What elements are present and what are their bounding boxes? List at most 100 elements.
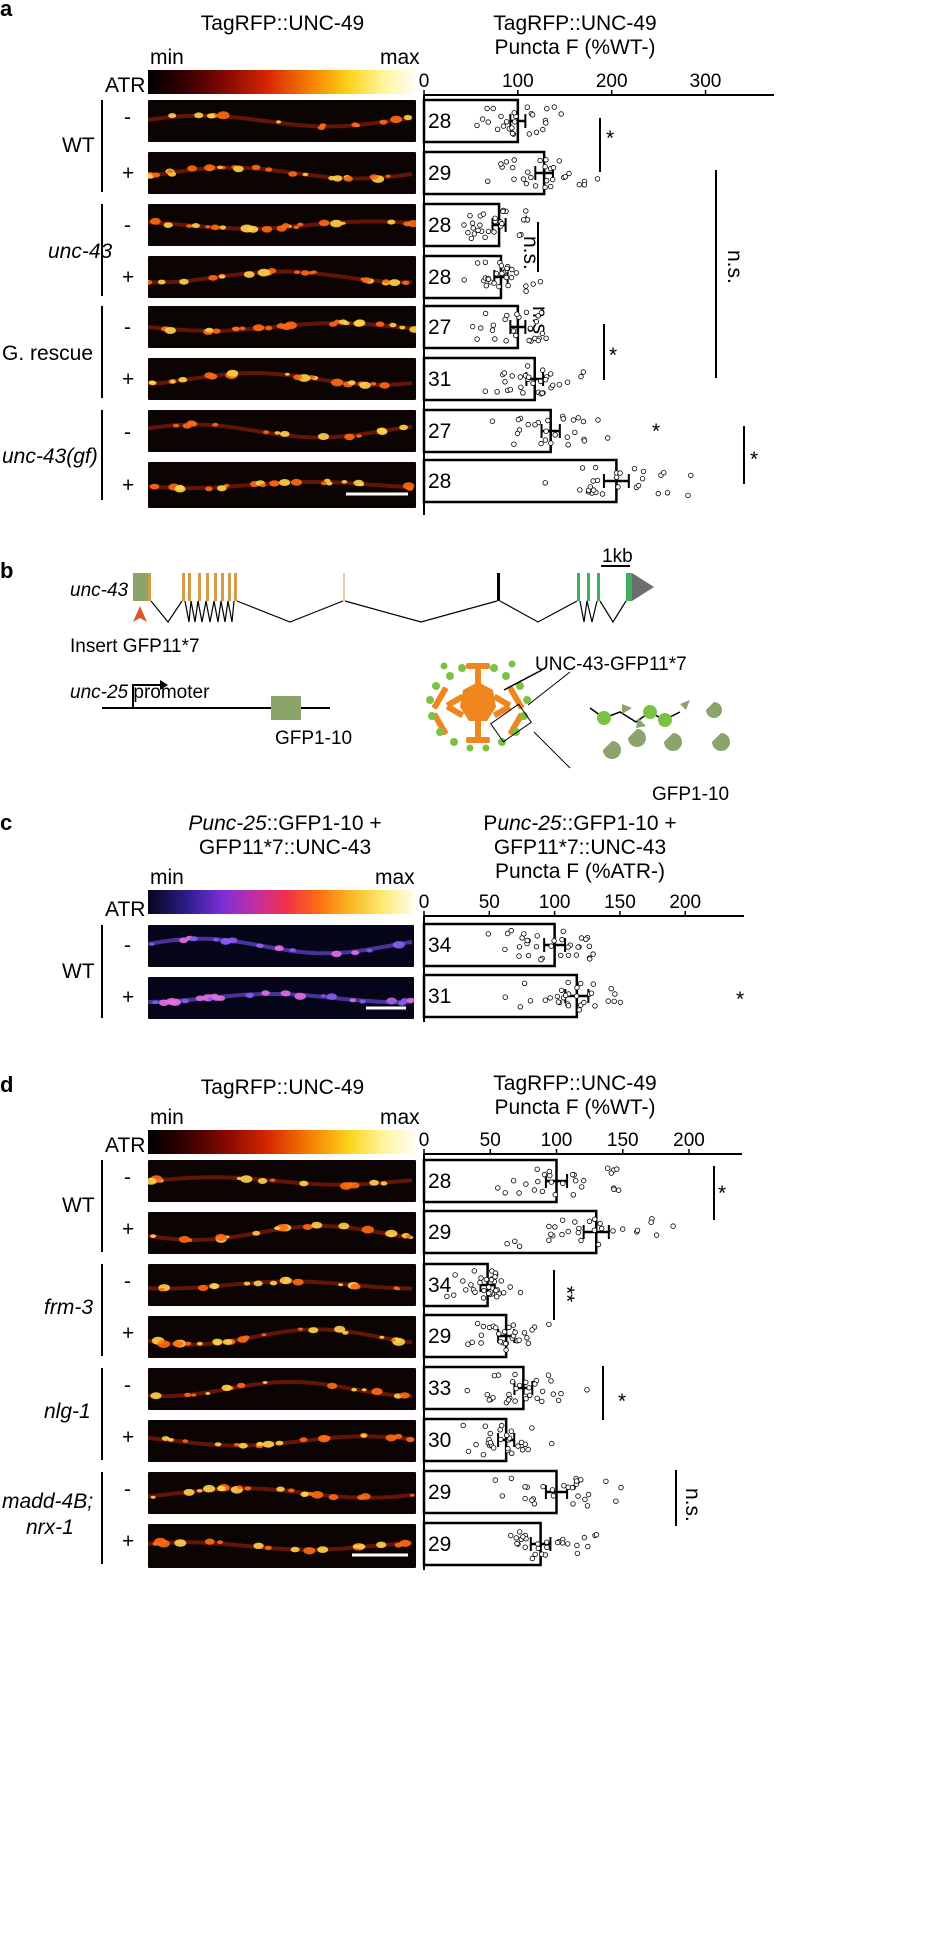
data-point <box>474 1320 481 1327</box>
data-point <box>552 1224 558 1230</box>
data-point <box>522 1484 528 1490</box>
data-point <box>521 931 527 937</box>
data-point <box>509 1378 516 1385</box>
x-tick-label: 150 <box>607 1130 639 1151</box>
data-point <box>484 105 490 112</box>
data-point <box>539 390 545 396</box>
atr-sign: - <box>124 1478 131 1501</box>
data-point <box>538 440 544 447</box>
data-point <box>575 1229 581 1236</box>
data-point <box>498 1436 504 1443</box>
x-tick-label: 100 <box>541 1130 573 1151</box>
data-point <box>504 265 510 272</box>
data-point <box>483 283 489 289</box>
micrograph-strip <box>148 1472 416 1514</box>
data-point <box>611 1186 617 1192</box>
data-point <box>580 418 587 425</box>
data-point <box>544 1544 550 1551</box>
data-point <box>480 1451 487 1458</box>
data-point <box>511 157 517 163</box>
data-point <box>580 369 586 375</box>
data-point <box>505 930 511 937</box>
data-point <box>605 998 611 1004</box>
panel-d-atr-label: ATR <box>105 1134 146 1157</box>
data-point <box>452 1272 458 1278</box>
data-point <box>573 993 580 999</box>
data-point <box>523 283 529 289</box>
data-point <box>535 313 541 319</box>
bar <box>422 408 552 454</box>
data-point <box>480 211 487 217</box>
data-point <box>584 1387 590 1393</box>
data-point <box>503 119 510 125</box>
data-point <box>496 283 502 290</box>
data-point <box>499 1422 505 1429</box>
data-point <box>517 1004 523 1010</box>
data-point <box>565 442 571 448</box>
data-point <box>487 1439 494 1446</box>
panel-a-atr-label: ATR <box>105 74 146 97</box>
data-point <box>508 274 515 281</box>
data-point <box>518 384 524 390</box>
data-point <box>565 1541 571 1547</box>
fragment-label: GFP1-10 <box>652 784 730 805</box>
sig-label: * <box>606 127 615 150</box>
data-point <box>592 1216 598 1222</box>
data-point <box>585 1491 592 1498</box>
data-point <box>548 1179 555 1185</box>
data-point <box>496 1331 502 1337</box>
data-point <box>616 1187 622 1193</box>
data-point <box>542 437 549 443</box>
data-point <box>612 991 618 997</box>
data-point <box>533 944 540 950</box>
data-point <box>551 938 557 944</box>
data-point <box>560 416 566 422</box>
data-point <box>511 110 517 116</box>
data-point <box>544 177 550 184</box>
group-label-nlg-1: nlg-1 <box>44 1400 91 1423</box>
atr-sign: - <box>124 1166 131 1189</box>
atr-sign: - <box>124 214 131 237</box>
data-point <box>512 1371 518 1378</box>
panel-d-chart-title-2: Puncta F (%WT-) <box>494 1096 656 1119</box>
panel-a-colorbar-min: min <box>150 46 184 69</box>
n-label: 28 <box>428 110 451 133</box>
data-point <box>509 266 515 273</box>
data-point <box>498 263 505 269</box>
data-point <box>558 987 565 994</box>
data-point <box>508 1428 515 1434</box>
data-point <box>648 1219 654 1225</box>
atr-sign: - <box>124 1374 131 1397</box>
data-point <box>544 105 550 112</box>
data-point <box>517 1382 523 1389</box>
data-point <box>473 1441 479 1448</box>
data-point <box>503 338 509 344</box>
data-point <box>593 1531 600 1538</box>
data-point <box>529 112 536 118</box>
data-point <box>502 946 508 953</box>
data-point <box>640 468 647 475</box>
data-point <box>558 1390 564 1397</box>
data-point <box>485 228 492 235</box>
n-label: 33 <box>428 1377 451 1400</box>
data-point <box>474 122 480 129</box>
promoter-name: unc-25 <box>70 682 129 703</box>
group-label-wt-c: WT <box>62 960 95 983</box>
data-point <box>573 952 580 958</box>
data-point <box>493 1324 499 1331</box>
micrograph-strip <box>148 152 416 194</box>
data-point <box>550 164 557 171</box>
group-label-g-rescue: G. rescue <box>2 342 94 365</box>
group-label-wt: WT <box>62 134 95 157</box>
data-point <box>500 208 506 215</box>
data-point <box>515 416 522 423</box>
data-point <box>578 1237 584 1244</box>
data-point <box>478 325 484 331</box>
data-point <box>525 952 532 959</box>
data-point <box>574 1542 580 1549</box>
data-point <box>587 956 593 962</box>
data-point <box>471 231 478 237</box>
data-point <box>562 992 569 999</box>
data-point <box>489 418 496 424</box>
